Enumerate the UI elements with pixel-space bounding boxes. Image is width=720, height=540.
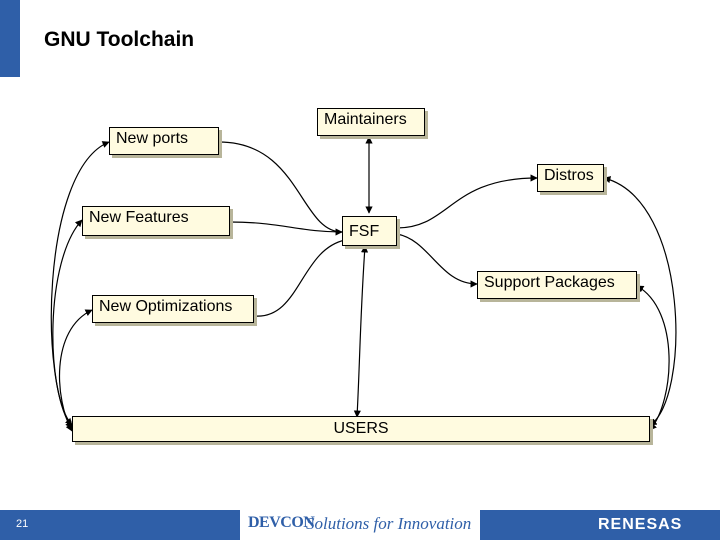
node-new-ports: New ports [109, 127, 219, 155]
page-number: 21 [16, 518, 29, 530]
connector-support-users [636, 285, 670, 431]
node-distros: Distros [537, 164, 604, 192]
footer-left-band: 21 [0, 510, 240, 540]
node-maintainers: Maintainers [317, 108, 425, 136]
connector-new-features-fsf [229, 221, 343, 233]
renesas-logo: RENESAS [598, 516, 683, 533]
connector-distros-users [603, 176, 677, 426]
node-new-optimizations: New Optimizations [92, 295, 254, 323]
node-users: USERS [72, 416, 650, 442]
footer-tagline: Solutions for Innovation [306, 514, 472, 533]
connector-new-ports-fsf [218, 141, 343, 236]
devcon-logo: DEVCON [248, 514, 315, 531]
node-new-features: New Features [82, 206, 230, 236]
title-accent-bar [0, 0, 20, 77]
slide-title: GNU Toolchain [44, 28, 195, 51]
connector-new-features-users [52, 219, 83, 429]
footer: 21 DEVCON Solutions for Innovation RENES… [0, 510, 720, 540]
connector-fsf-distros [396, 174, 538, 229]
node-support-packages: Support Packages [477, 271, 637, 299]
connector-fsf-support [253, 239, 346, 317]
footer-brand-area: DEVCON Solutions for Innovation [240, 510, 476, 540]
footer-right-band: RENESAS [480, 510, 720, 540]
node-fsf: FSF [342, 216, 397, 246]
connector-new-optimizations-users [58, 309, 93, 432]
connector-fsf-users [353, 245, 369, 418]
connector-fsf-support-2 [396, 233, 478, 288]
